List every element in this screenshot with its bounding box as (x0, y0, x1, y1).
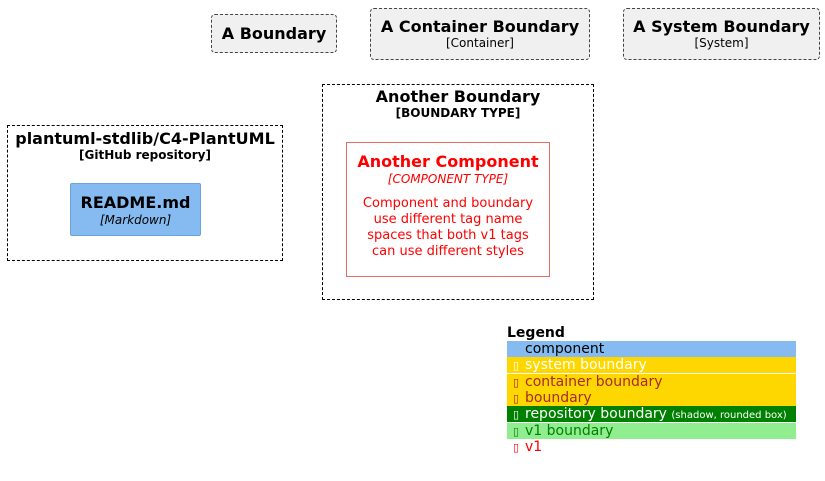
legend-item-icon: ▯ (512, 375, 520, 389)
legend-item-icon: ▯ (512, 424, 520, 438)
a-system-boundary-type: [System] (694, 36, 749, 50)
another-component-title: Another Component (357, 152, 539, 171)
repository-boundary: plantuml-stdlib/C4-PlantUML [GitHub repo… (7, 125, 283, 261)
another-component: Another Component [COMPONENT TYPE] Compo… (346, 142, 550, 277)
legend-item-icon: ▯ (512, 408, 520, 422)
another-component-type: [COMPONENT TYPE] (387, 172, 509, 186)
another-boundary-type: [BOUNDARY TYPE] (395, 106, 521, 120)
legend-item: ▯ repository boundary (shadow, rounded bo… (507, 406, 796, 423)
legend-item: ▯ system boundary (507, 357, 796, 374)
a-container-boundary-title: A Container Boundary (380, 17, 580, 36)
legend-item: ▯ v1 (507, 438, 796, 455)
legend-item-label: boundary (525, 389, 592, 406)
legend-item: ▯ container boundary (507, 373, 796, 390)
repository-boundary-type: [GitHub repository] (79, 148, 211, 162)
legend-item-icon: ▯ (512, 359, 520, 373)
legend-item-label: v1 (525, 438, 543, 455)
legend-item: component (507, 341, 796, 357)
legend: Legend component ▯ system boundary ▯ contain… (507, 325, 807, 460)
legend-item-icon: ▯ (512, 391, 520, 405)
repository-boundary-title: plantuml-stdlib/C4-PlantUML (15, 129, 275, 148)
a-container-boundary-type: [Container] (445, 36, 514, 50)
a-system-boundary-title: A System Boundary (633, 17, 810, 36)
legend-item-label: container boundary (525, 373, 663, 390)
readme-component: README.md [Markdown] (70, 183, 201, 236)
legend-item: ▯ v1 boundary (507, 422, 796, 439)
legend-item-label: repository boundary (525, 406, 667, 423)
legend-item-label: system boundary (525, 357, 647, 374)
legend-item-label: component (525, 341, 605, 357)
readme-title: README.md (80, 193, 191, 212)
another-boundary-title: Another Boundary (375, 87, 541, 106)
legend-item-note: (shadow, rounded box) (671, 410, 787, 422)
legend-title: Legend (507, 325, 565, 341)
a-boundary-title: A Boundary (221, 24, 327, 43)
legend-item-icon: ▯ (512, 440, 520, 454)
a-container-boundary: A Container Boundary [Container] (370, 8, 590, 60)
a-system-boundary: A System Boundary [System] (623, 8, 820, 60)
legend-item-label: v1 boundary (525, 422, 614, 439)
legend-item: ▯ boundary (507, 389, 796, 406)
a-boundary: A Boundary (211, 14, 337, 53)
readme-type: [Markdown] (99, 213, 172, 227)
another-component-description: Component and boundary use different tag… (362, 196, 534, 259)
